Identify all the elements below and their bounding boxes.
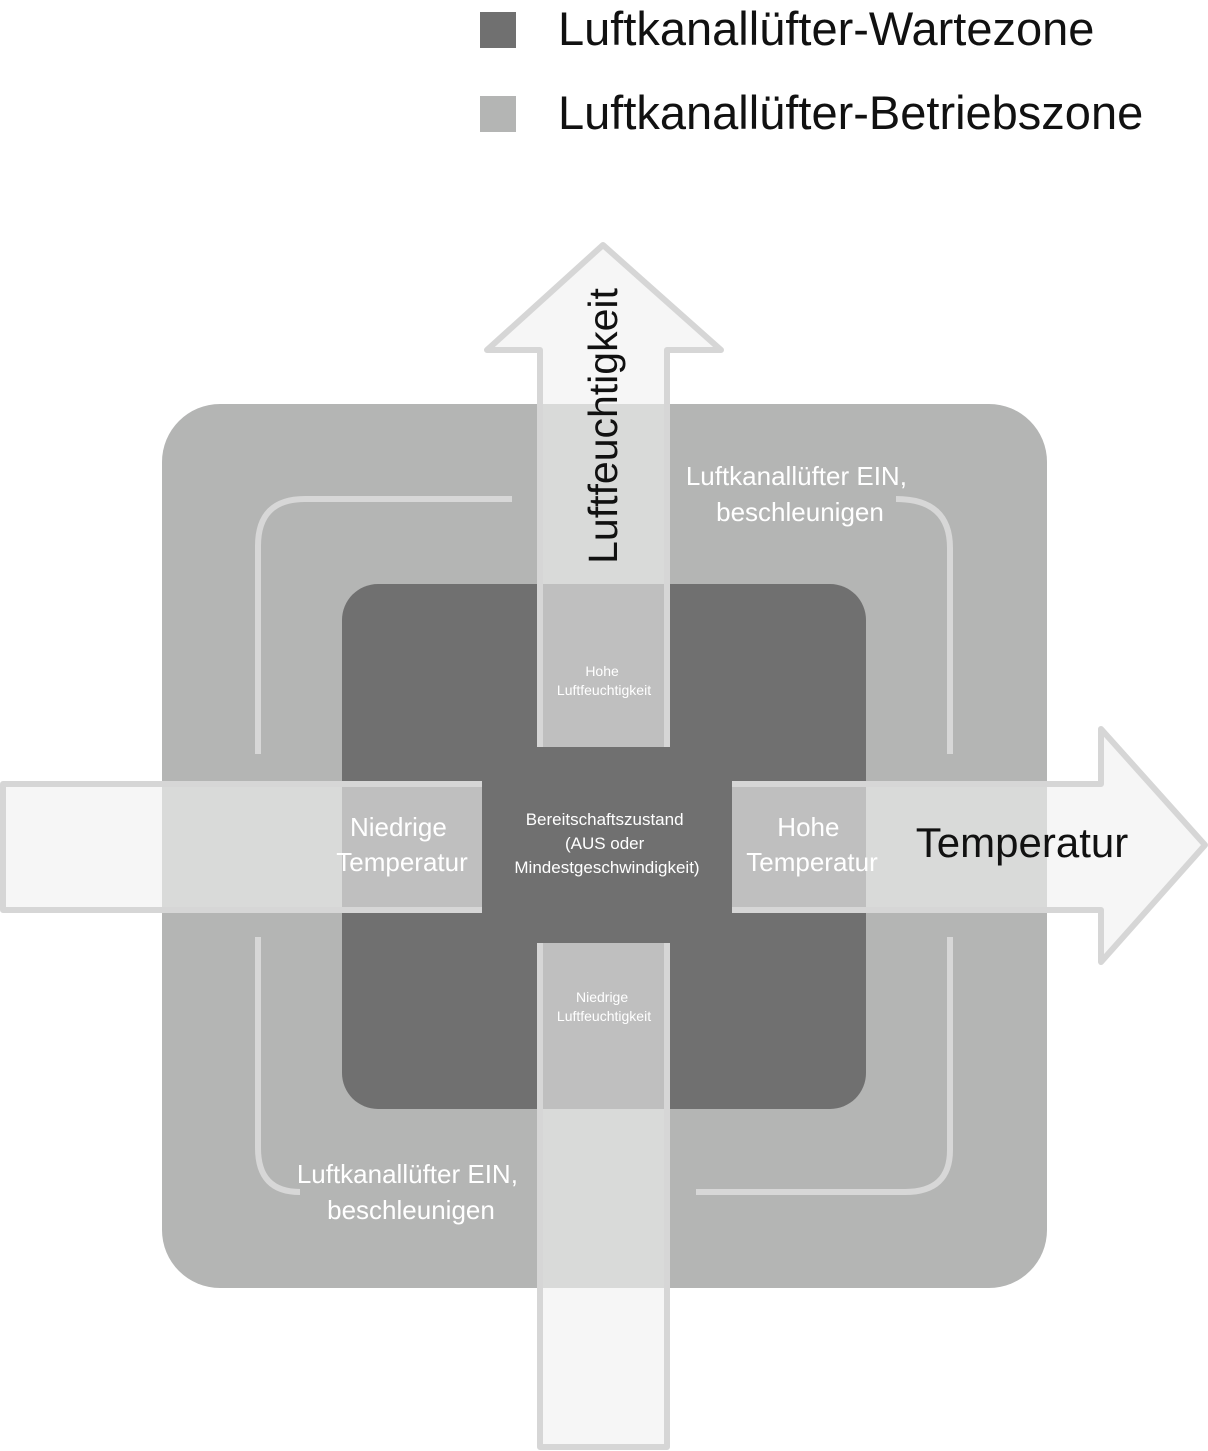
legend-swatch-waiting-zone <box>480 12 516 48</box>
high-humidity-label: Hohe Luftfeuchtigkeit <box>557 663 651 698</box>
flow-line-bottom-left <box>255 937 301 1195</box>
flow-line-bottom-right <box>696 937 953 1195</box>
standby-label: Bereitschaftszustand (AUS oder Mindestge… <box>514 810 699 877</box>
legend-item-operating-zone: Luftkanallüfter-Betriebszone <box>480 84 1208 144</box>
fan-on-bottom-label: Luftkanallüfter EIN, beschleunigen <box>297 1159 525 1225</box>
legend-item-waiting-zone: Luftkanallüfter-Wartezone <box>480 0 1208 60</box>
fan-on-top-label: Luftkanallüfter EIN, beschleunigen <box>686 461 914 527</box>
low-humidity-label: Niedrige Luftfeuchtigkeit <box>557 989 651 1024</box>
legend-swatch-operating-zone <box>480 96 516 132</box>
legend-label-waiting-zone: Luftkanallüfter-Wartezone <box>558 2 1095 55</box>
flow-line-top-left <box>255 496 512 754</box>
standby-center <box>482 747 732 943</box>
temperature-axis-label: Temperatur <box>916 819 1128 866</box>
flow-line-top-right <box>895 496 953 754</box>
legend-label-operating-zone: Luftkanallüfter-Betriebszone <box>558 86 1144 139</box>
high-temperature-label: Hohe Temperatur <box>746 812 878 877</box>
low-temperature-label: Niedrige Temperatur <box>336 812 468 877</box>
humidity-axis-label: Luftfeuchtigkeit <box>580 288 626 564</box>
